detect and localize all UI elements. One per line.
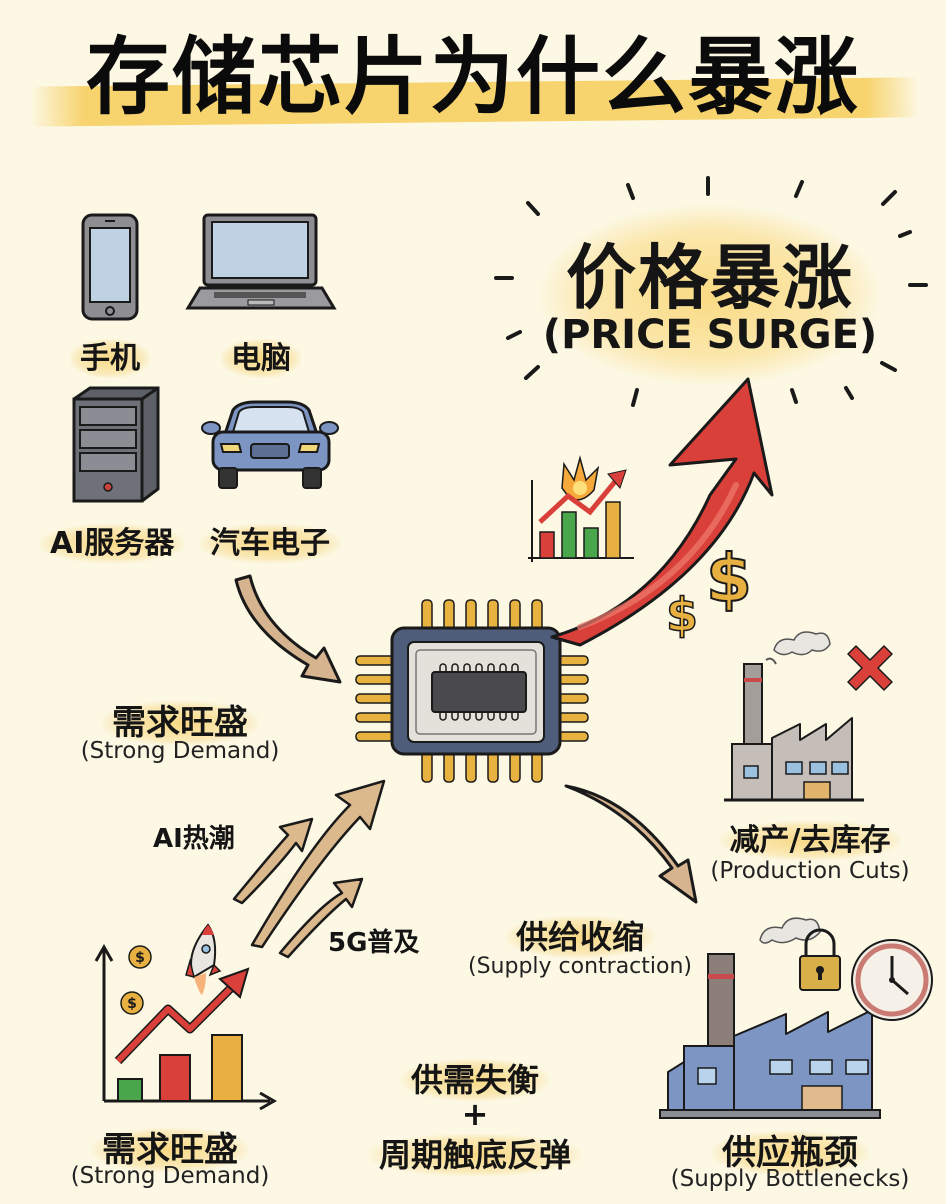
production-cuts-subtitle: (Production Cuts) — [710, 858, 910, 884]
factory-bottleneck-icon — [659, 917, 933, 1119]
laptop-icon — [185, 213, 337, 310]
rising-chart-icon — [528, 455, 634, 562]
cross-mark-icon — [847, 645, 893, 691]
growth-arrows-icon — [232, 779, 386, 959]
price-surge-title: 价格暴涨 — [566, 237, 854, 319]
driver-5g-label: 5G普及 — [328, 928, 420, 958]
supply-bottleneck-subtitle: (Supply Bottlenecks) — [670, 1166, 910, 1192]
strong-demand-subtitle: (Strong Demand) — [80, 738, 280, 764]
device-label-ai-server: AI服务器 — [40, 518, 185, 563]
conclusion-plus: + — [461, 1095, 489, 1133]
driver-ai-boom-label: AI热潮 — [153, 824, 235, 854]
memory-chip-icon — [355, 599, 589, 783]
supply-contraction-subtitle: (Supply contraction) — [467, 954, 693, 979]
dollar-sign-large-icon: $ — [705, 539, 753, 618]
server-icon — [72, 386, 160, 503]
price-surge-subtitle: (PRICE SURGE) — [542, 312, 878, 358]
factory-production-cuts-icon — [724, 631, 864, 802]
svg-text:$: $ — [135, 950, 145, 966]
device-label-phone: 手机 — [70, 333, 150, 378]
car-icon — [201, 400, 339, 489]
dollar-sign-small-icon: $ — [665, 587, 699, 643]
conclusion-line1: 供需失衡 — [380, 1055, 570, 1101]
supply-bottleneck-label: 供应瓶颈 — [690, 1125, 890, 1175]
smartphone-icon — [81, 213, 139, 321]
padlock-icon — [799, 928, 841, 991]
demand-arrow-icon — [234, 574, 342, 684]
svg-text:$: $ — [127, 996, 137, 1012]
supply-contraction-label: 供给收缩 — [480, 912, 680, 958]
device-label-computer: 电脑 — [216, 333, 306, 378]
conclusion-line2: 周期触底反弹 — [355, 1130, 595, 1176]
demand-chart-icon: $ $ — [94, 923, 278, 1111]
device-label-auto-electronics: 汽车电子 — [200, 518, 340, 563]
price-surge-arrow-icon — [550, 377, 774, 647]
burst-rays-icon — [494, 176, 928, 407]
strong-demand-bottom-label: 需求旺盛 — [70, 1122, 270, 1172]
price-surge-glow — [540, 205, 880, 385]
strong-demand-label: 需求旺盛 — [80, 695, 280, 745]
production-cuts-label: 减产/去库存 — [700, 815, 920, 860]
supply-arrow-icon — [564, 784, 698, 904]
clock-icon — [851, 939, 933, 1021]
page-title: 存储芯片为什么暴涨 — [85, 28, 860, 126]
strong-demand-bottom-subtitle: (Strong Demand) — [70, 1163, 270, 1189]
rocket-icon — [185, 923, 222, 995]
